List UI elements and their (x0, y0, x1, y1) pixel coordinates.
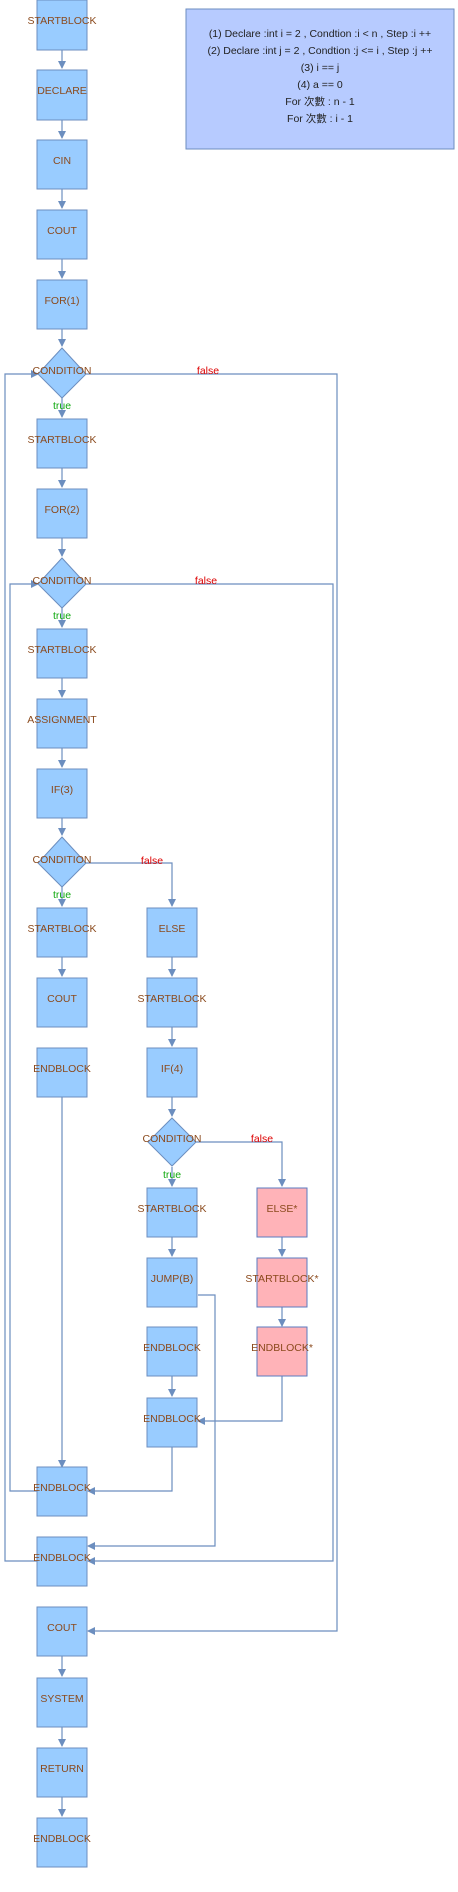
edge-label-true-3: true (53, 889, 71, 901)
node-return-label: RETURN (40, 1763, 84, 1775)
node-else-1[interactable]: ELSE (146, 907, 198, 958)
edge-label-false-2: false (195, 575, 217, 587)
node-startblock-6-label: STARTBLOCK (137, 1203, 206, 1215)
node-startblock-1[interactable]: STARTBLOCK (27, 0, 97, 51)
node-jump-b[interactable]: JUMP(B) (146, 1257, 198, 1308)
node-condition-1[interactable]: CONDITION (33, 347, 92, 399)
node-if-3-label: IF(3) (51, 784, 73, 796)
node-startblock-1-label: STARTBLOCK (27, 15, 96, 27)
node-jump-b-label: JUMP(B) (151, 1273, 194, 1285)
node-condition-4-label: CONDITION (143, 1133, 202, 1145)
legend-note: (1) Declare :int i = 2 , Condtion :i < n… (185, 8, 455, 150)
node-startblock-4[interactable]: STARTBLOCK (27, 907, 97, 958)
node-startblock-3[interactable]: STARTBLOCK (27, 628, 97, 679)
node-endblock-5[interactable]: ENDBLOCK (33, 1466, 91, 1517)
note-line-4: (4) a == 0 (297, 79, 343, 91)
note-line-2: (2) Declare :int j = 2 , Condtion :j <= … (208, 45, 433, 57)
edge-label-true-2: true (53, 610, 71, 622)
node-assignment-label: ASSIGNMENT (27, 714, 97, 726)
edge-label-false-4: false (251, 1133, 273, 1145)
node-cout-1-label: COUT (47, 225, 77, 237)
node-condition-2[interactable]: CONDITION (33, 557, 92, 609)
note-line-6: For 次數 : i - 1 (287, 112, 353, 125)
node-cout-3[interactable]: COUT (36, 1606, 88, 1657)
edge-label-false-3: false (141, 855, 163, 867)
node-condition-4[interactable]: CONDITION (143, 1117, 202, 1167)
node-assignment[interactable]: ASSIGNMENT (27, 698, 97, 749)
node-startblock-2-label: STARTBLOCK (27, 434, 96, 446)
node-endblock-3[interactable]: ENDBLOCK (143, 1397, 201, 1448)
node-startblock-7[interactable]: STARTBLOCK* (245, 1257, 319, 1308)
node-else-1-label: ELSE (159, 923, 186, 935)
node-endblock-4-label: ENDBLOCK* (251, 1342, 313, 1354)
edge-label-true-1: true (53, 400, 71, 412)
node-startblock-5-label: STARTBLOCK (137, 993, 206, 1005)
note-line-1: (1) Declare :int i = 2 , Condtion :i < n… (209, 28, 431, 40)
node-condition-1-label: CONDITION (33, 365, 92, 377)
node-endblock-1-label: ENDBLOCK (33, 1063, 91, 1075)
node-for-1-label: FOR(1) (45, 295, 80, 307)
node-condition-3[interactable]: CONDITION (33, 836, 92, 888)
node-endblock-6[interactable]: ENDBLOCK (33, 1536, 91, 1587)
node-cout-2[interactable]: COUT (36, 977, 88, 1028)
node-for-2[interactable]: FOR(2) (36, 488, 88, 539)
node-cin[interactable]: CIN (36, 139, 88, 190)
node-return[interactable]: RETURN (36, 1747, 88, 1798)
node-endblock-7[interactable]: ENDBLOCK (33, 1817, 91, 1868)
node-startblock-3-label: STARTBLOCK (27, 644, 96, 656)
node-endblock-4[interactable]: ENDBLOCK* (251, 1326, 313, 1377)
note-line-5: For 次數 : n - 1 (285, 95, 355, 108)
node-cout-3-label: COUT (47, 1622, 77, 1634)
node-for-1[interactable]: FOR(1) (36, 279, 88, 330)
node-if-4[interactable]: IF(4) (146, 1047, 198, 1098)
node-endblock-1[interactable]: ENDBLOCK (33, 1047, 91, 1098)
node-endblock-3-label: ENDBLOCK (143, 1413, 201, 1425)
node-condition-2-label: CONDITION (33, 575, 92, 587)
node-endblock-2-label: ENDBLOCK (143, 1342, 201, 1354)
node-declare[interactable]: DECLARE (36, 69, 88, 121)
node-system-label: SYSTEM (40, 1693, 83, 1705)
node-startblock-5[interactable]: STARTBLOCK (137, 977, 207, 1028)
node-for-2-label: FOR(2) (45, 504, 80, 516)
node-endblock-7-label: ENDBLOCK (33, 1833, 91, 1845)
edges (4, 50, 338, 1817)
node-endblock-2[interactable]: ENDBLOCK (143, 1326, 201, 1377)
node-startblock-2[interactable]: STARTBLOCK (27, 418, 97, 469)
node-cin-label: CIN (53, 155, 71, 167)
edge-label-false-1: false (197, 365, 219, 377)
node-system[interactable]: SYSTEM (36, 1677, 88, 1728)
node-if-3[interactable]: IF(3) (36, 768, 88, 819)
edge-label-true-4: true (163, 1169, 181, 1181)
node-endblock-5-label: ENDBLOCK (33, 1482, 91, 1494)
node-startblock-7-label: STARTBLOCK* (245, 1273, 318, 1285)
node-startblock-4-label: STARTBLOCK (27, 923, 96, 935)
note-line-3: (3) i == j (301, 62, 340, 74)
node-else-2[interactable]: ELSE* (256, 1187, 308, 1238)
node-startblock-6[interactable]: STARTBLOCK (137, 1187, 207, 1238)
node-endblock-6-label: ENDBLOCK (33, 1552, 91, 1564)
node-declare-label: DECLARE (37, 85, 87, 97)
node-else-2-label: ELSE* (267, 1203, 298, 1215)
node-cout-1[interactable]: COUT (36, 209, 88, 260)
node-if-4-label: IF(4) (161, 1063, 183, 1075)
node-cout-2-label: COUT (47, 993, 77, 1005)
node-condition-3-label: CONDITION (33, 854, 92, 866)
